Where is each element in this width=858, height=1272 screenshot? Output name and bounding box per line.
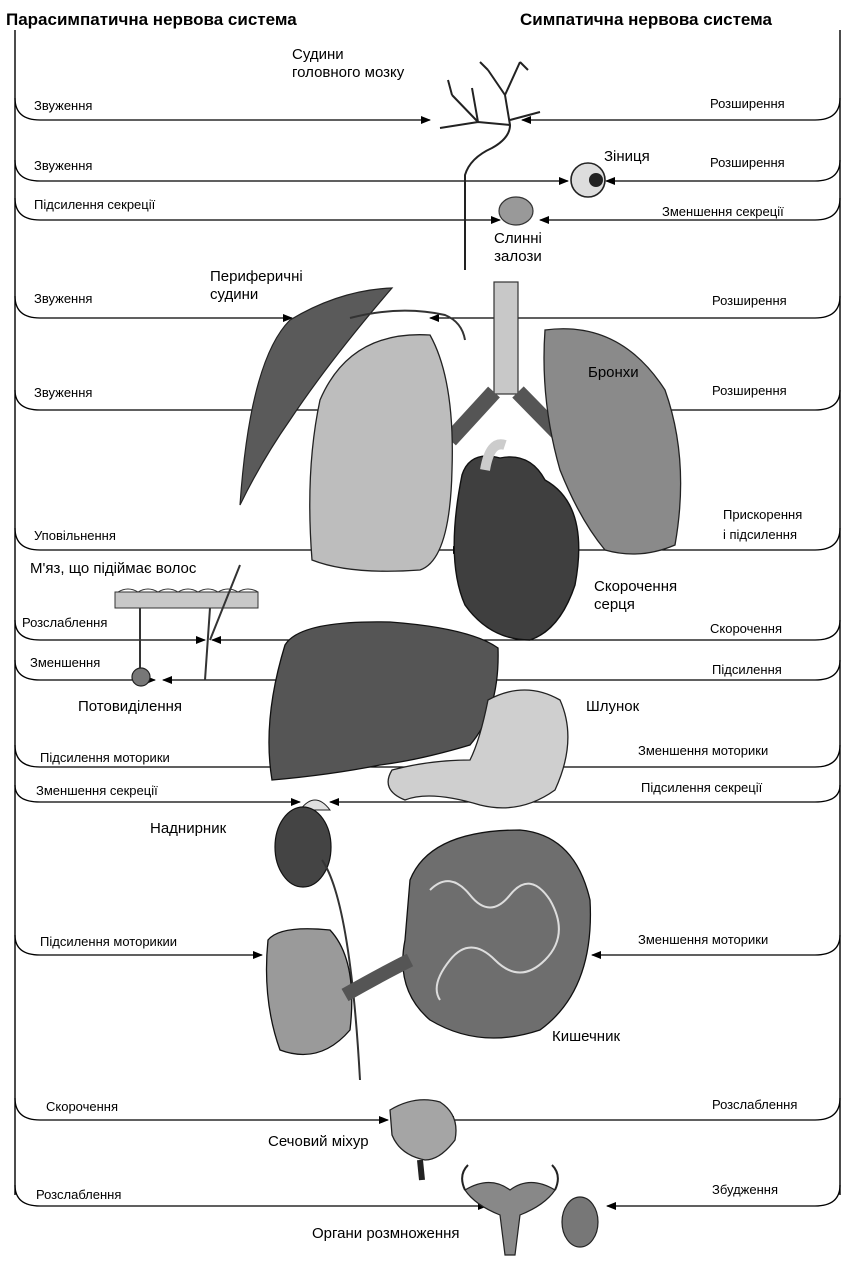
bronchi-label: Бронхи: [588, 364, 639, 381]
heart-label: Скорочення серця: [594, 578, 677, 614]
peripheral-vessels-label-line1: Периферичні: [210, 268, 303, 285]
symp-effect-hair-muscle: Скорочення: [710, 621, 783, 636]
bladder-label: Сечовий міхур: [268, 1133, 369, 1150]
lungs-drawing: [309, 328, 682, 572]
para-effect-peripheral-vessels: Звуження: [34, 291, 93, 306]
heart-drawing: [453, 439, 580, 641]
stomach-label: Шлунок: [586, 698, 640, 715]
salivary-label-line1: Слинні: [494, 230, 542, 247]
symp-effect-stomach-motility: Зменшення моторики: [638, 743, 769, 758]
para-effect-pupil: Звуження: [34, 158, 93, 173]
heart-label-line1: Скорочення: [594, 578, 678, 595]
adrenal-kidney-drawing: [274, 799, 361, 1081]
para-effect-brain-vessels: Звуження: [34, 98, 93, 113]
symp-effect-bladder: Розслаблення: [712, 1097, 798, 1112]
brain-vessels-drawing: [439, 61, 541, 270]
stomach-drawing: [387, 689, 569, 809]
salivary-label-line2: залози: [494, 248, 542, 265]
para-effect-sweat: Зменшення: [30, 655, 101, 670]
peripheral-vessels-label-line2: судини: [210, 286, 259, 303]
reproductive-label: Органи розмноження: [312, 1225, 460, 1242]
symp-effect-sweat: Підсилення: [712, 662, 782, 677]
parasympathetic-pathways: [14, 97, 569, 1210]
liver-drawing: [268, 621, 499, 781]
intestine-label: Кишечник: [552, 1028, 621, 1045]
hair-muscle-label: М'яз, що підіймає волос: [30, 560, 197, 577]
adrenal-label: Наднирник: [150, 820, 227, 837]
symp-effect-secretion: Підсилення секреції: [641, 780, 763, 795]
para-effect-bladder: Скорочення: [46, 1099, 119, 1114]
heart-label-line2: серця: [594, 596, 635, 613]
brain-vessels-label: Судини головного мозку: [292, 46, 404, 82]
sympathetic-header: Симпатична нервова система: [520, 10, 772, 29]
salivary-label: Слинні залози: [494, 230, 542, 266]
para-effect-bronchi: Звуження: [34, 385, 93, 400]
symp-effect-bronchi: Розширення: [712, 383, 787, 398]
symp-effect-brain-vessels: Розширення: [710, 96, 785, 111]
sympathetic-pathways: [162, 97, 841, 1210]
salivary-gland-drawing: [498, 196, 534, 226]
peripheral-vessel-muscle-drawing: [239, 287, 466, 506]
brain-vessels-label-line2: головного мозку: [292, 64, 405, 81]
intestine-drawing: [265, 829, 592, 1056]
symp-effect-peripheral-vessels: Розширення: [712, 293, 787, 308]
pupil-eyeball-drawing: [570, 162, 606, 198]
reproductive-organs-drawing: [461, 1164, 599, 1256]
sweat-label: Потовиділення: [78, 698, 183, 715]
parasympathetic-header: Парасимпатична нервова система: [6, 10, 297, 29]
para-effect-reproductive: Розслаблення: [36, 1187, 122, 1202]
para-effect-heart: Уповільнення: [34, 528, 116, 543]
para-effect-secretion: Зменшення секреції: [36, 783, 158, 798]
symp-effect-intestine: Зменшення моторики: [638, 932, 769, 947]
symp-effect-heart-line1: Прискорення: [723, 507, 803, 522]
pupil-label: Зіниця: [604, 148, 650, 165]
brain-vessels-label-line1: Судини: [292, 46, 344, 63]
para-effect-intestine: Підсилення моторикии: [40, 934, 178, 949]
peripheral-vessels-label: Периферичні судини: [210, 268, 303, 304]
bladder-drawing: [389, 1099, 457, 1181]
symp-effect-pupil: Розширення: [710, 155, 785, 170]
symp-effect-heart-line2: і підсилення: [723, 527, 797, 542]
skin-hair-muscle-drawing: [114, 564, 259, 687]
symp-effect-reproductive: Збудження: [712, 1182, 778, 1197]
para-effect-hair-muscle: Розслаблення: [22, 615, 108, 630]
para-effect-stomach-motility: Підсилення моторики: [40, 750, 170, 765]
para-effect-salivary: Підсилення секреції: [34, 197, 156, 212]
symp-effect-salivary: Зменшення секреції: [662, 204, 784, 219]
